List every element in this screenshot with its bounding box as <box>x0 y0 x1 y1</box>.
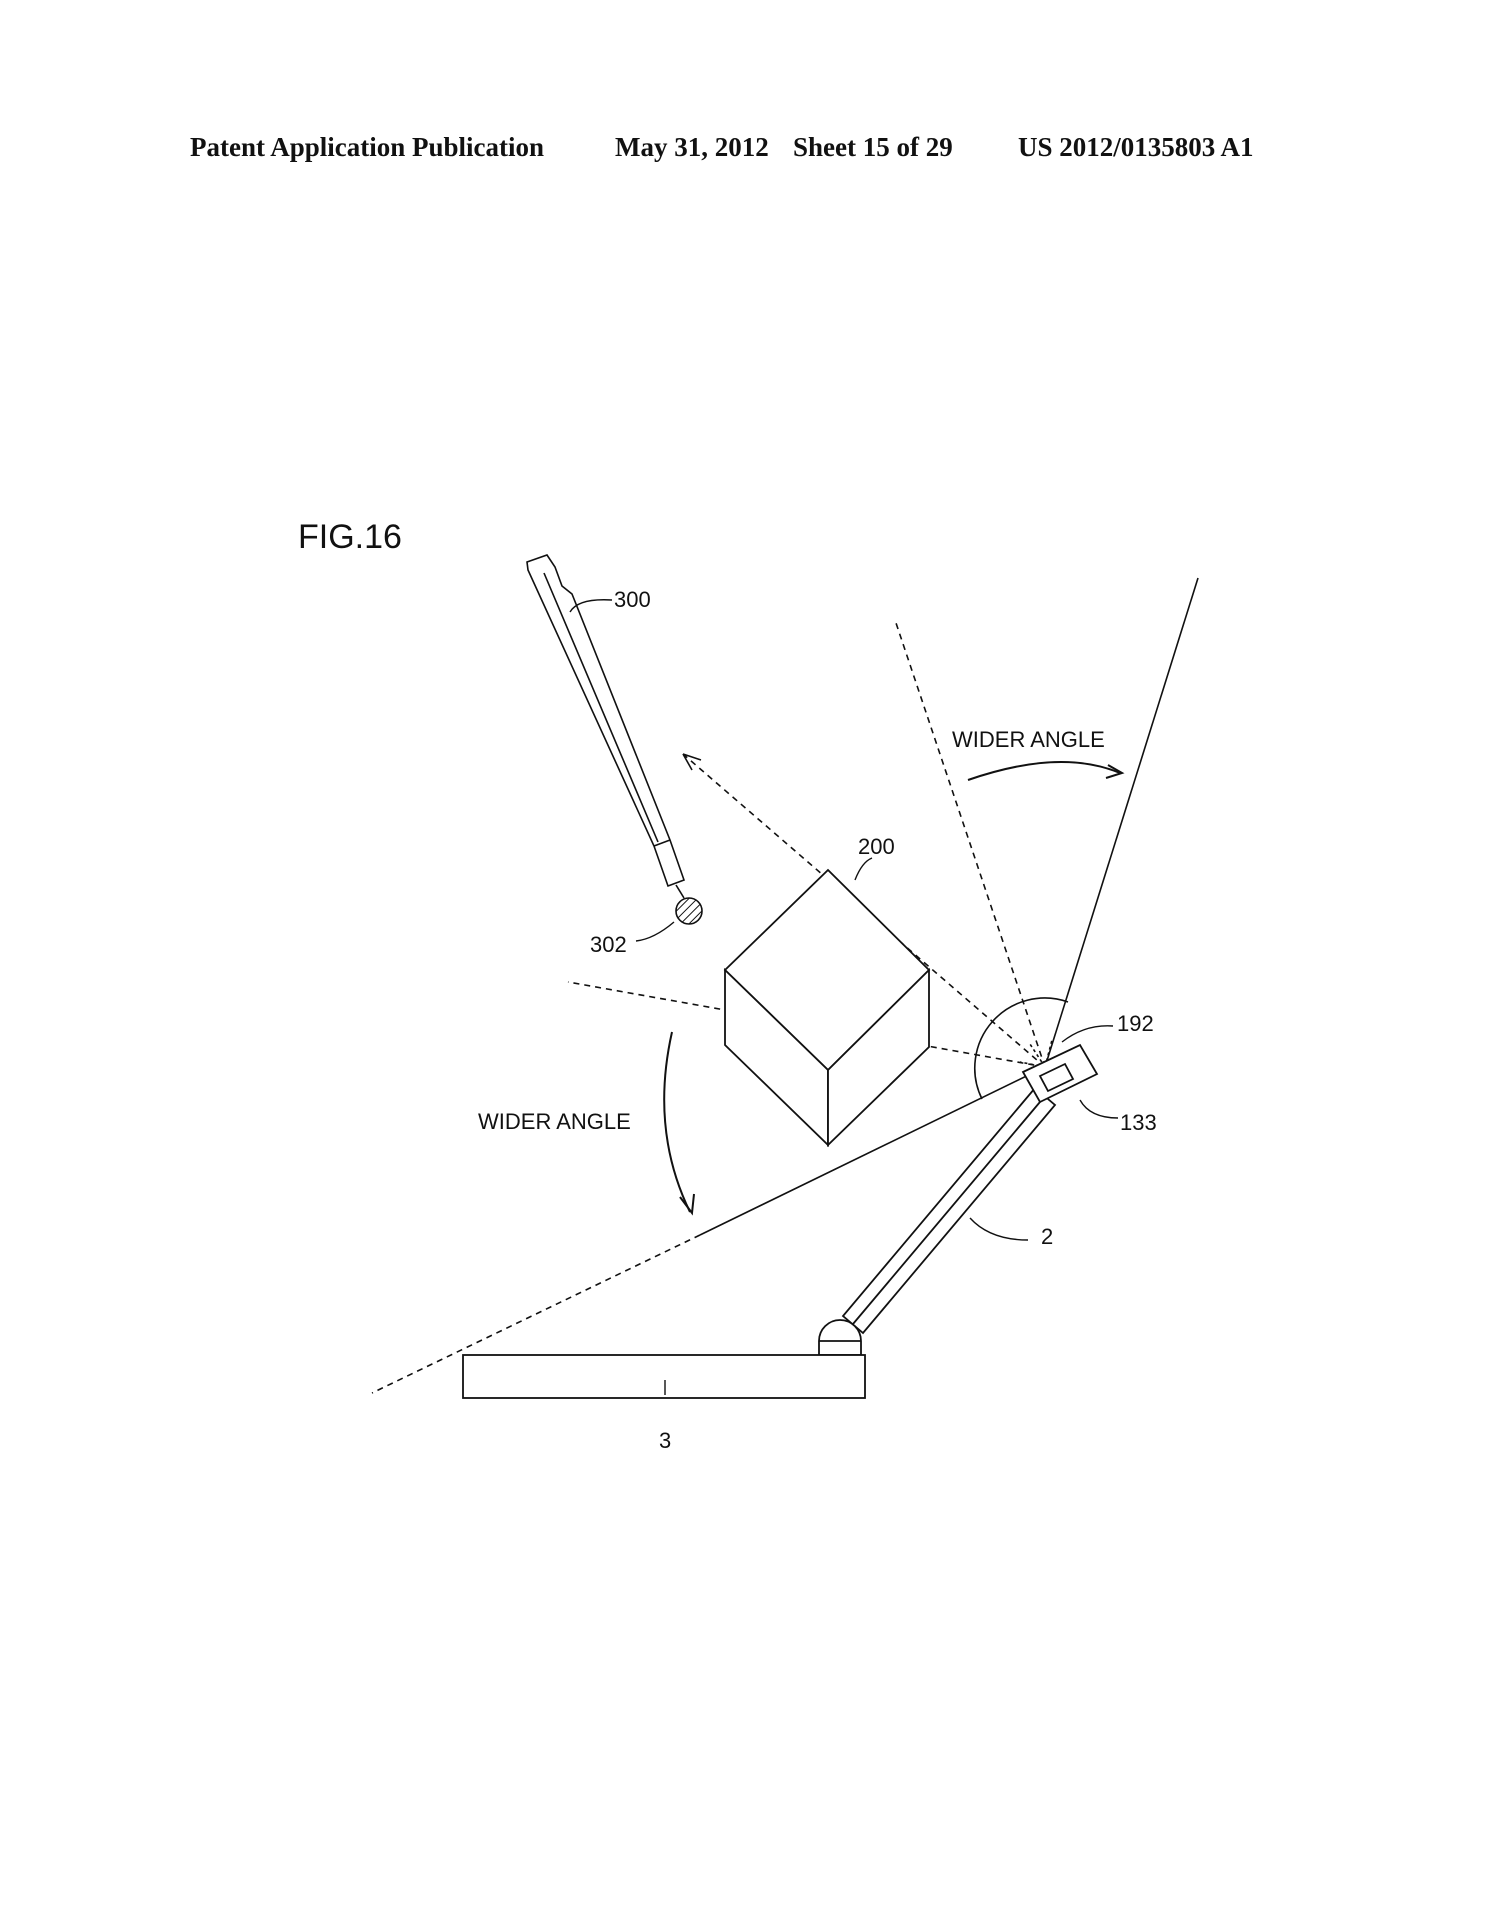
publication-type: Patent Application Publication <box>190 132 545 162</box>
camera-ray <box>1044 1039 1053 1068</box>
stylus-groove <box>543 572 659 843</box>
figure-title: FIG.16 <box>298 518 402 556</box>
leader-302 <box>635 921 675 942</box>
stylus-body <box>526 554 686 888</box>
lower-housing <box>462 1354 866 1399</box>
cube-right-face <box>827 967 930 1148</box>
publication-date: May 31, 2012 <box>615 132 769 162</box>
wide-view-lower-line-dashed <box>371 1234 701 1394</box>
stylus-tip-ball <box>675 897 703 925</box>
label-camera: 192 <box>1117 1011 1154 1036</box>
view-angle-arc <box>974 997 1069 1100</box>
upper-housing-edge <box>852 1095 1046 1325</box>
upper-wider-angle-arrow <box>967 761 1121 781</box>
leader-300 <box>569 599 613 613</box>
cube <box>723 868 931 1148</box>
wider-angle-arrows <box>663 761 1125 1216</box>
label-lower-housing: 3 <box>659 1428 671 1453</box>
lower-arrowhead <box>679 1193 695 1216</box>
sheet-number: Sheet 15 of 29 <box>793 132 953 162</box>
camera-ray <box>1029 1043 1046 1068</box>
leader-192 <box>1061 1025 1114 1043</box>
label-upper-housing: 2 <box>1041 1224 1053 1249</box>
reflection-ray-line <box>682 753 1046 1068</box>
page-header: Patent Application Publication May 31, 2… <box>0 132 1489 172</box>
wide-view-lower-line-solid <box>699 1066 1046 1236</box>
hinge <box>818 1319 862 1356</box>
view-lines <box>371 577 1199 1394</box>
label-cube: 200 <box>858 834 895 859</box>
label-sensor: 133 <box>1120 1110 1157 1135</box>
narrow-view-upper-line <box>894 619 1046 1068</box>
leader-200 <box>854 857 873 881</box>
upper-housing <box>841 1043 1099 1335</box>
stylus-band <box>653 839 671 847</box>
reflection-ray-arrowhead <box>682 753 702 771</box>
camera-ray <box>1019 1061 1046 1068</box>
label-wider-angle-lower: WIDER ANGLE <box>478 1109 631 1134</box>
hinge-dome <box>818 1319 862 1356</box>
lower-wider-angle-arrow <box>663 1031 691 1213</box>
label-stylus: 300 <box>614 587 651 612</box>
leader-2 <box>969 1217 1029 1241</box>
stylus <box>526 554 703 925</box>
leader-lines <box>569 599 1119 1395</box>
patent-number: US 2012/0135803 A1 <box>1018 132 1254 162</box>
sensor-block <box>1038 1062 1075 1093</box>
label-wider-angle-upper: WIDER ANGLE <box>952 727 1105 752</box>
wide-view-upper-line <box>1044 577 1199 1068</box>
leader-133 <box>1079 1099 1119 1119</box>
upper-arrowhead <box>1105 764 1125 779</box>
stylus-tip-neck <box>675 884 685 899</box>
label-stylus-tip: 302 <box>590 932 627 957</box>
